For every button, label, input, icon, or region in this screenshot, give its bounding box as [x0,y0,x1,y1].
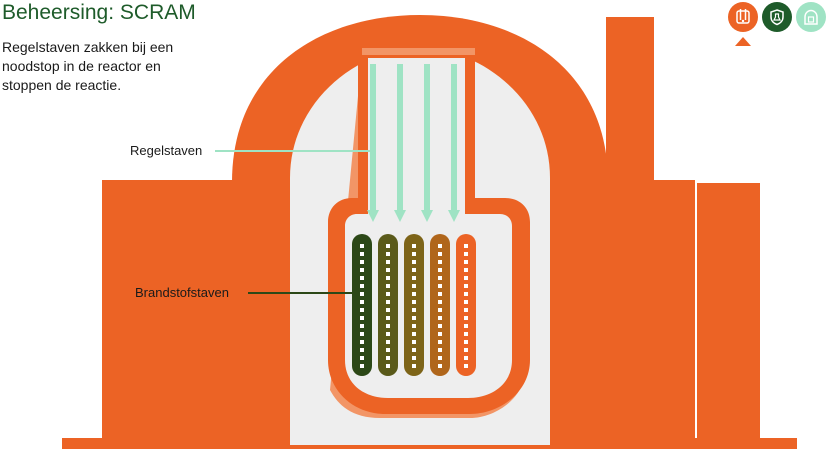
active-nav-indicator [735,37,751,46]
fuel-rods [352,234,476,376]
fuel-rod [430,234,450,376]
annex-building [697,183,760,439]
fuel-rod [378,234,398,376]
control-rods-label: Regelstaven [130,143,203,158]
control-rod [367,64,379,222]
chimney [606,17,654,192]
nav-button-cooling[interactable] [762,2,792,32]
fuel-rod [404,234,424,376]
control-rods [367,64,460,222]
control-rod [394,64,406,222]
nav-button-scram[interactable] [728,2,758,32]
nav-button-containment[interactable] [796,2,826,32]
reactor-control-rods-icon [736,9,750,24]
page-title: Beheersing: SCRAM [2,1,196,24]
fuel-rods-label: Brandstofstaven [135,285,229,300]
control-rod-guide [362,48,475,55]
fuel-rod [456,234,476,376]
fuel-rod [352,234,372,376]
control-rod [448,64,460,222]
intro-text: Regelstaven zakken bij een noodstop in d… [2,39,174,93]
containment-icon [804,9,818,25]
shield-flask-icon [770,9,784,26]
control-rod [421,64,433,222]
